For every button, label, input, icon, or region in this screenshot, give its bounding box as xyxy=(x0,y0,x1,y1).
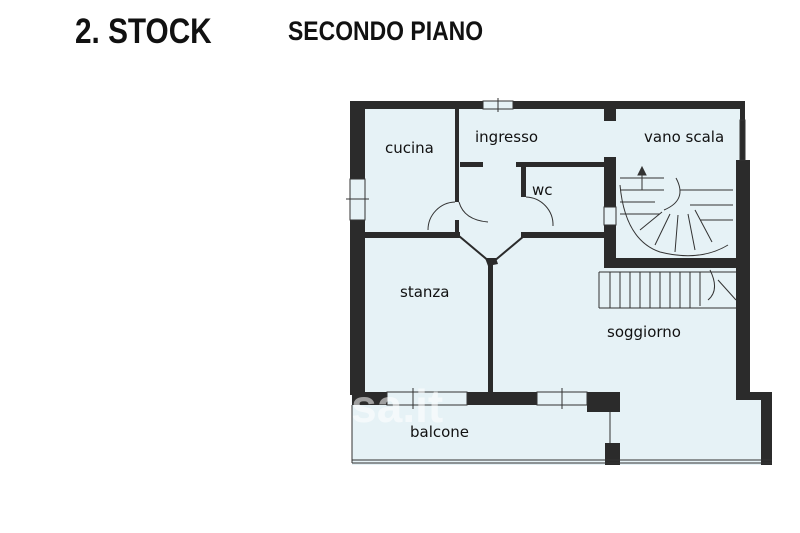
room-label-vano-scala: vano scala xyxy=(644,128,724,146)
watermark-logo: casa.it xyxy=(300,380,443,432)
room-label-balcone: balcone xyxy=(410,423,469,441)
walls xyxy=(350,101,772,465)
room-label-stanza: stanza xyxy=(400,283,449,301)
staircase xyxy=(598,165,737,309)
room-label-soggiorno: soggiorno xyxy=(607,323,681,341)
windows xyxy=(346,98,746,409)
room-label-wc: wc xyxy=(532,181,553,199)
room-label-ingresso: ingresso xyxy=(475,128,538,146)
doors xyxy=(427,196,554,231)
room-label-cucina: cucina xyxy=(385,139,434,157)
floor-label: 2. STOCK xyxy=(75,12,212,51)
floor-name: SECONDO PIANO xyxy=(288,16,484,46)
